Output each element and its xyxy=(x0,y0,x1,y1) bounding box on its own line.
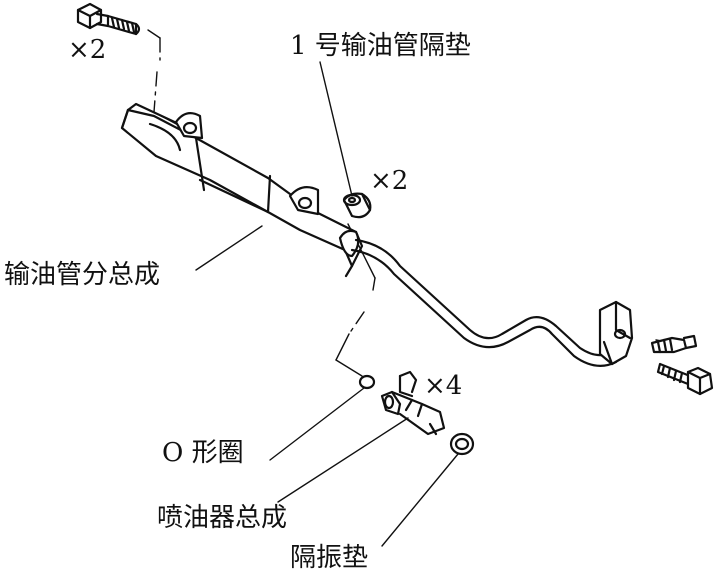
fuel-pipe-part xyxy=(350,238,618,367)
bolt-right-lower-part xyxy=(656,362,714,396)
fuel-rail-label: 输油管分总成 xyxy=(4,260,161,290)
pipe-bracket-part xyxy=(598,300,634,366)
assembly-guide-lines xyxy=(147,29,673,377)
o-ring-label: O 形圈 xyxy=(162,438,244,468)
insulator-label: 隔振垫 xyxy=(290,543,369,573)
insulator-part xyxy=(449,432,475,456)
o-ring-part xyxy=(358,374,376,390)
fuel-rail-part xyxy=(120,102,364,278)
injector-part xyxy=(380,370,446,436)
spacer-no1-label: 1 号输油管隔垫 xyxy=(290,31,471,61)
leader-lines xyxy=(195,61,459,547)
injector-quantity-label: ×4 xyxy=(424,371,463,401)
bolt-quantity-label: ×2 xyxy=(68,35,107,65)
spacer-quantity-label: ×2 xyxy=(370,166,409,196)
bolt-right-upper-part xyxy=(650,334,698,354)
injector-label: 喷油器总成 xyxy=(157,503,288,533)
bolt-top-part xyxy=(76,2,141,36)
spacer-no1-part xyxy=(342,192,372,219)
